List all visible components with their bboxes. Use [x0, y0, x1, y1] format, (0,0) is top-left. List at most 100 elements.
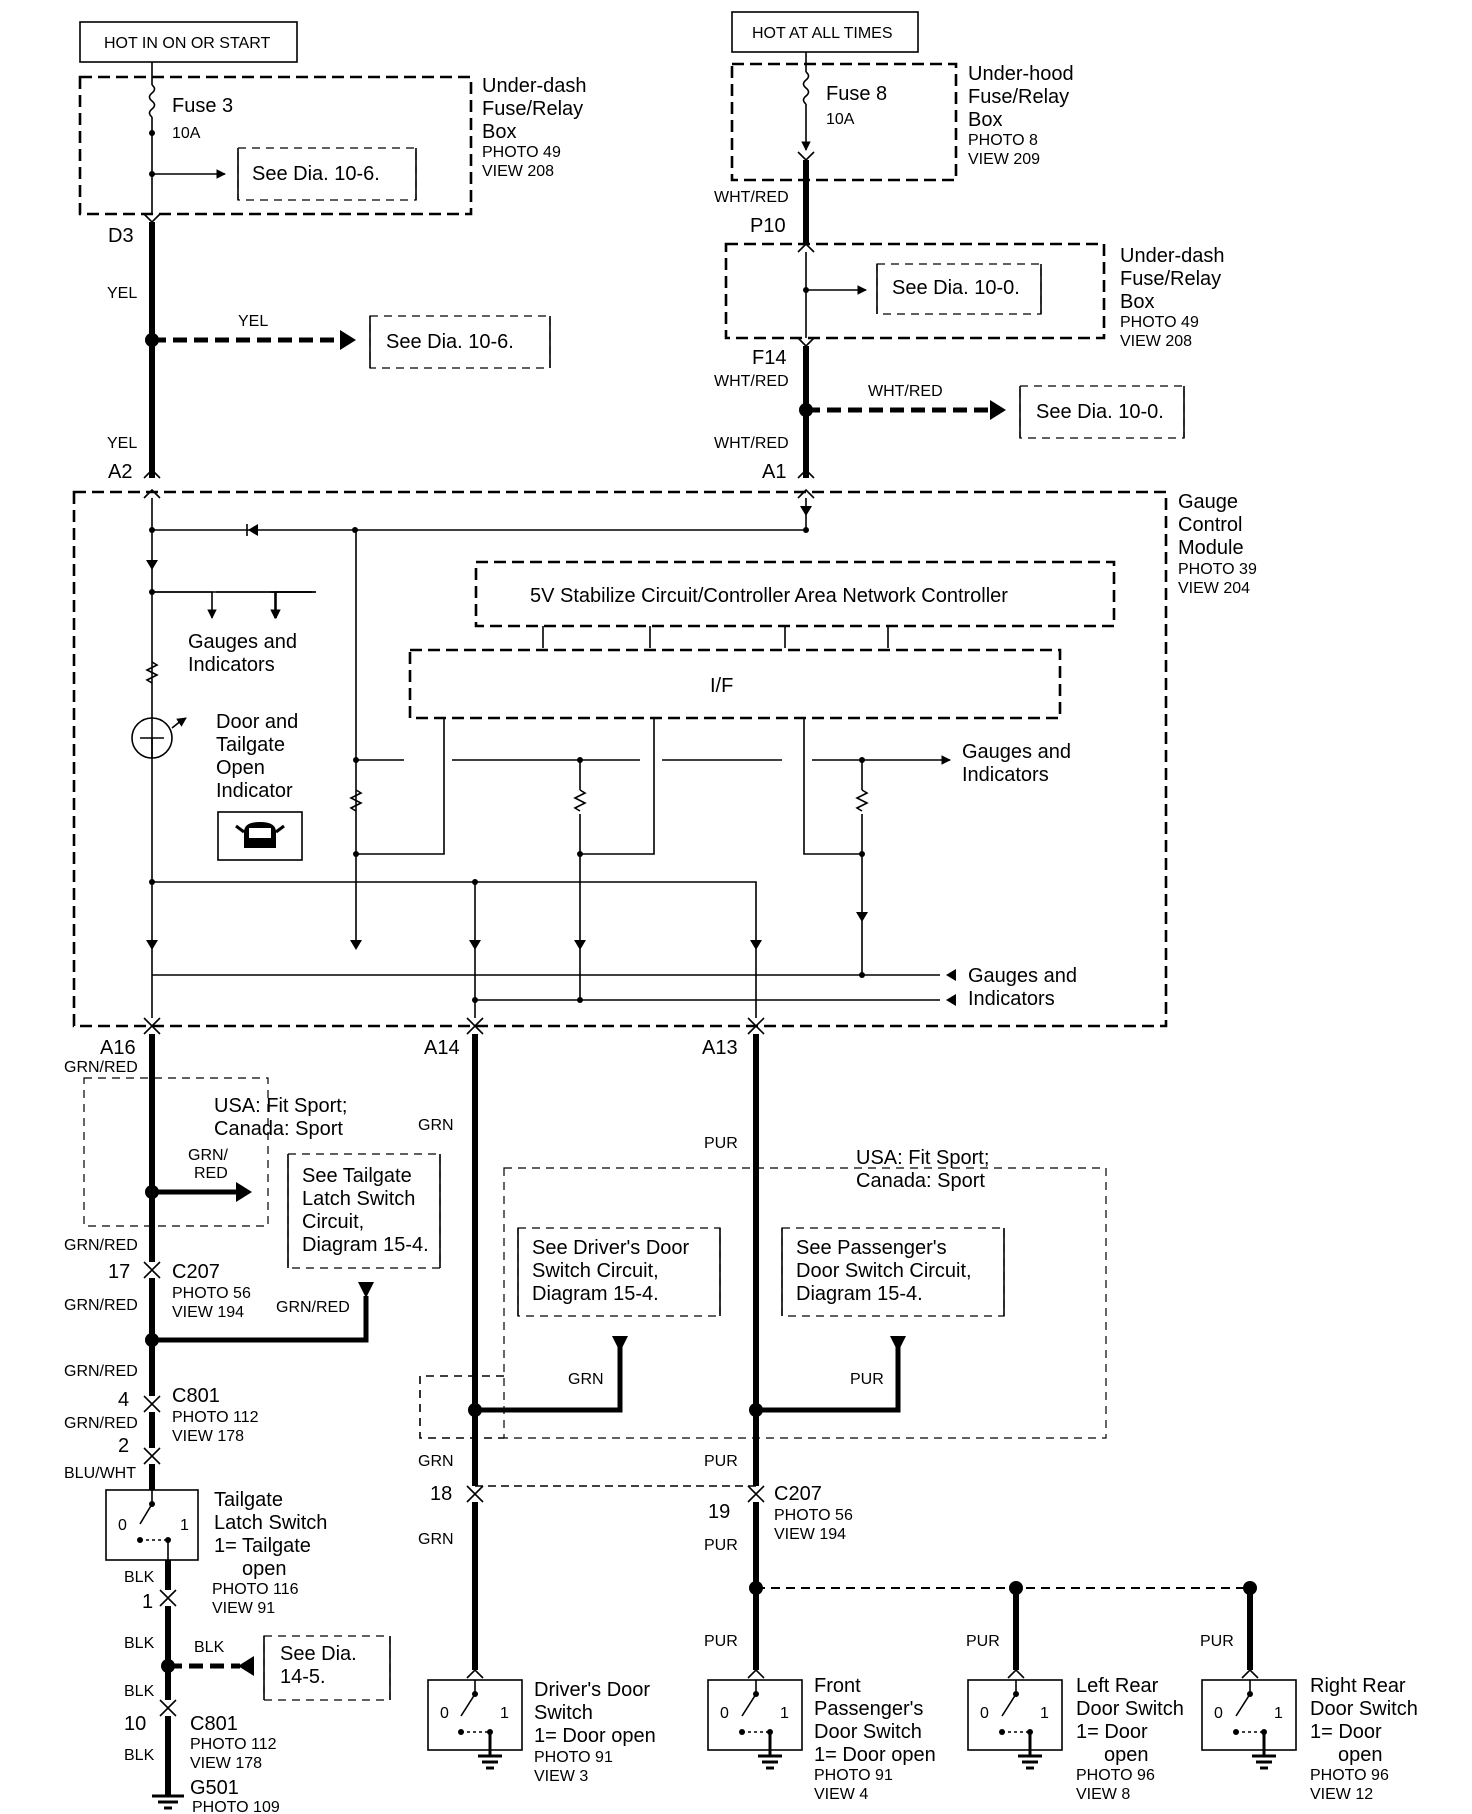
- svg-text:See Dia. 10-0.: See Dia. 10-0.: [1036, 401, 1164, 423]
- svg-text:Indicator: Indicator: [216, 780, 293, 802]
- svg-text:0: 0: [118, 1517, 127, 1534]
- svg-text:PUR: PUR: [704, 1453, 738, 1470]
- svg-text:PUR: PUR: [1200, 1633, 1234, 1650]
- svg-text:GRN: GRN: [568, 1371, 604, 1388]
- ground-icon: [152, 1794, 184, 1810]
- svg-text:10: 10: [124, 1713, 146, 1735]
- svg-text:PHOTO 112: PHOTO 112: [190, 1736, 277, 1753]
- svg-text:PUR: PUR: [966, 1633, 1000, 1650]
- svg-text:VIEW 194: VIEW 194: [172, 1304, 244, 1321]
- wht-red-wire: WHT/RED P10: [714, 151, 815, 244]
- svg-text:PUR: PUR: [704, 1135, 738, 1152]
- see-dia-10-6-ref: See Dia. 10-6.: [369, 315, 551, 369]
- svg-text:Indicators: Indicators: [962, 764, 1049, 786]
- svg-text:PHOTO 49: PHOTO 49: [482, 144, 561, 161]
- svg-text:A13: A13: [702, 1037, 738, 1059]
- svg-text:Under-hood: Under-hood: [968, 63, 1074, 85]
- svg-text:5V Stabilize Circuit/Controlle: 5V Stabilize Circuit/Controller Area Net…: [530, 585, 1008, 607]
- grn-wire: A14 GRN GRN GRN 18 GRN: [418, 1024, 628, 1679]
- svg-text:F14: F14: [752, 347, 786, 369]
- svg-text:Fuse 8: Fuse 8: [826, 83, 887, 105]
- svg-text:HOT IN ON OR START: HOT IN ON OR START: [104, 35, 270, 52]
- svg-text:PHOTO 96: PHOTO 96: [1310, 1767, 1389, 1784]
- svg-text:Diagram 15-4.: Diagram 15-4.: [302, 1234, 429, 1256]
- svg-text:Gauge: Gauge: [1178, 491, 1238, 513]
- svg-text:A16: A16: [100, 1037, 136, 1059]
- door-open-car-icon: [217, 811, 303, 861]
- ground-icon: [1252, 1732, 1276, 1770]
- svg-text:VIEW 3: VIEW 3: [534, 1768, 588, 1785]
- svg-text:Door Switch Circuit,: Door Switch Circuit,: [796, 1260, 972, 1282]
- svg-text:Open: Open: [216, 757, 265, 779]
- svg-text:BLU/WHT: BLU/WHT: [64, 1465, 136, 1482]
- svg-text:PUR: PUR: [704, 1633, 738, 1650]
- left-rear-door-switch: 0 1 Left Rear Door Switch 1= Door open P…: [967, 1675, 1184, 1803]
- fuse-8-icon: [802, 71, 810, 105]
- svg-text:PHOTO 112: PHOTO 112: [172, 1409, 259, 1426]
- svg-text:YEL: YEL: [107, 435, 137, 452]
- svg-text:RED: RED: [194, 1165, 228, 1182]
- svg-text:GRN/RED: GRN/RED: [64, 1297, 138, 1314]
- svg-text:10A: 10A: [172, 125, 201, 142]
- svg-text:Front: Front: [814, 1675, 861, 1697]
- svg-text:0: 0: [720, 1705, 729, 1722]
- svg-text:PHOTO 109: PHOTO 109: [192, 1799, 280, 1814]
- svg-text:See Tailgate: See Tailgate: [302, 1165, 412, 1187]
- svg-text:open: open: [1104, 1744, 1149, 1766]
- svg-text:WHT/RED: WHT/RED: [868, 383, 943, 400]
- svg-text:open: open: [1338, 1744, 1383, 1766]
- svg-text:GRN/RED: GRN/RED: [64, 1363, 138, 1380]
- underdash-fuse-box-right: See Dia. 10-0. Under-dash Fuse/Relay Box…: [724, 242, 1225, 350]
- svg-text:PHOTO 8: PHOTO 8: [968, 132, 1038, 149]
- svg-text:1: 1: [1274, 1705, 1283, 1722]
- svg-text:VIEW 208: VIEW 208: [482, 163, 554, 180]
- svg-text:Canada: Sport: Canada: Sport: [214, 1118, 343, 1140]
- see-passenger-door-ref: See Passenger's Door Switch Circuit, Dia…: [781, 1227, 1005, 1317]
- svg-text:Passenger's: Passenger's: [814, 1698, 923, 1720]
- svg-text:VIEW 8: VIEW 8: [1076, 1786, 1130, 1803]
- pur-wire: A13 PUR PUR PUR 19 C207 PHOTO 56 VIEW 19…: [702, 1024, 1259, 1679]
- svg-text:WHT/RED: WHT/RED: [714, 435, 789, 452]
- see-driver-door-ref: See Driver's Door Switch Circuit, Diagra…: [517, 1227, 721, 1317]
- svg-text:Gauges and: Gauges and: [188, 631, 297, 653]
- tailgate-latch-switch: 0 1 Tailgate Latch Switch 1= Tailgate op…: [105, 1489, 327, 1617]
- svg-text:PHOTO 96: PHOTO 96: [1076, 1767, 1155, 1784]
- svg-text:2: 2: [118, 1435, 129, 1457]
- underhood-fuse-box: Fuse 8 10A Under-hood Fuse/Relay Box PHO…: [730, 52, 1074, 182]
- svg-text:Fuse/Relay: Fuse/Relay: [482, 98, 583, 120]
- svg-text:18: 18: [430, 1483, 452, 1505]
- svg-text:G501: G501: [190, 1777, 239, 1799]
- option-box-center: USA: Fit Sport; Canada: Sport See Driver…: [419, 1147, 1107, 1439]
- svg-text:Box: Box: [482, 121, 516, 143]
- svg-text:1: 1: [780, 1705, 789, 1722]
- svg-text:VIEW 91: VIEW 91: [212, 1600, 275, 1617]
- svg-text:See Dia. 10-6.: See Dia. 10-6.: [252, 163, 380, 185]
- front-passenger-door-switch: 0 1 Front Passenger's Door Switch 1= Doo…: [707, 1675, 936, 1803]
- svg-text:Diagram 15-4.: Diagram 15-4.: [796, 1283, 923, 1305]
- svg-text:Fuse 3: Fuse 3: [172, 95, 233, 117]
- svg-text:0: 0: [440, 1705, 449, 1722]
- svg-text:1= Door: 1= Door: [1076, 1721, 1148, 1743]
- svg-text:C801: C801: [172, 1385, 220, 1407]
- svg-text:See Driver's Door: See Driver's Door: [532, 1237, 690, 1259]
- svg-text:Indicators: Indicators: [968, 988, 1055, 1010]
- see-dia-10-0-ref: See Dia. 10-0.: [1019, 385, 1185, 439]
- svg-text:VIEW 208: VIEW 208: [1120, 333, 1192, 350]
- svg-text:Fuse/Relay: Fuse/Relay: [968, 86, 1069, 108]
- svg-text:Latch Switch: Latch Switch: [302, 1188, 415, 1210]
- svg-text:Switch: Switch: [534, 1702, 593, 1724]
- svg-text:Module: Module: [1178, 537, 1244, 559]
- wht-red-wire-lower: F14 WHT/RED WHT/RED See Dia. 10-0. WHT/R…: [714, 337, 1185, 483]
- svg-text:1: 1: [142, 1591, 153, 1613]
- svg-text:1= Door open: 1= Door open: [814, 1744, 936, 1766]
- svg-text:D3: D3: [108, 225, 134, 247]
- right-rear-door-switch: 0 1 Right Rear Door Switch 1= Door open …: [1201, 1675, 1418, 1803]
- svg-text:WHT/RED: WHT/RED: [714, 373, 789, 390]
- hot-at-all-times-label: HOT AT ALL TIMES: [731, 11, 919, 53]
- svg-text:Diagram 15-4.: Diagram 15-4.: [532, 1283, 659, 1305]
- svg-text:P10: P10: [750, 215, 786, 237]
- svg-text:Canada: Sport: Canada: Sport: [856, 1170, 985, 1192]
- svg-text:19: 19: [708, 1501, 730, 1523]
- driver-door-switch: 0 1 Driver's Door Switch 1= Door open PH…: [427, 1679, 656, 1785]
- svg-text:PHOTO 91: PHOTO 91: [534, 1749, 613, 1766]
